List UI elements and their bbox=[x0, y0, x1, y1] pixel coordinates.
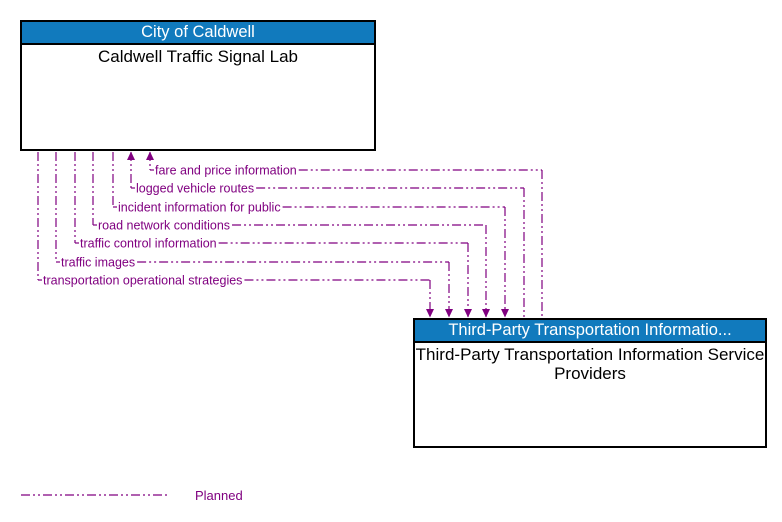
arrow-up-icon bbox=[146, 151, 154, 160]
flow-label[interactable]: traffic images bbox=[61, 256, 135, 270]
arrow-up-icon bbox=[127, 151, 135, 160]
flow-label[interactable]: traffic control information bbox=[80, 237, 217, 251]
entity-header-city-of-caldwell: City of Caldwell bbox=[22, 22, 374, 45]
flow-label[interactable]: transportation operational strategies bbox=[43, 274, 242, 288]
legend-label-planned: Planned bbox=[195, 487, 243, 503]
flow-label[interactable]: incident information for public bbox=[118, 201, 281, 215]
flow-label[interactable]: logged vehicle routes bbox=[136, 182, 254, 196]
entity-header-third-party-providers: Third-Party Transportation Informatio... bbox=[415, 320, 765, 343]
entity-box-city-of-caldwell[interactable]: City of Caldwell Caldwell Traffic Signal… bbox=[20, 20, 376, 151]
legend: Planned bbox=[20, 487, 243, 503]
entity-body-caldwell-traffic-signal-lab: Caldwell Traffic Signal Lab bbox=[97, 47, 298, 66]
entity-box-third-party-providers[interactable]: Third-Party Transportation Informatio...… bbox=[413, 318, 767, 448]
arrow-down-icon bbox=[482, 309, 490, 318]
entity-body-third-party-providers: Third-Party Transportation Information S… bbox=[415, 345, 765, 383]
flow-label[interactable]: fare and price information bbox=[155, 164, 297, 178]
arrow-down-icon bbox=[445, 309, 453, 318]
arrow-down-icon bbox=[501, 309, 509, 318]
arrow-down-icon bbox=[464, 309, 472, 318]
flow-fare-and-price-information: fare and price information bbox=[146, 151, 543, 317]
flow-label[interactable]: road network conditions bbox=[98, 219, 230, 233]
planned-line-sample bbox=[21, 494, 169, 496]
arrow-down-icon bbox=[426, 309, 434, 318]
